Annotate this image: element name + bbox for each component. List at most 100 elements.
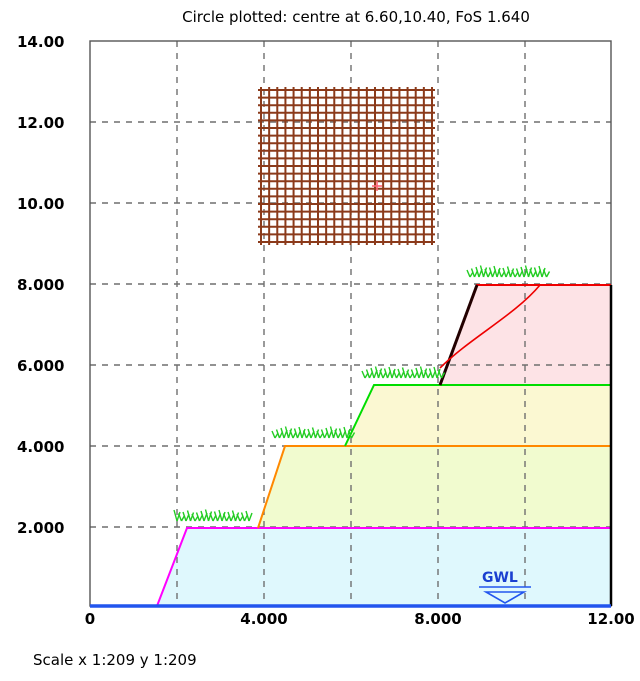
grass-blade xyxy=(379,369,384,379)
grass-blade xyxy=(542,269,548,278)
grass-blade xyxy=(200,510,205,522)
grass-blade xyxy=(433,366,438,379)
grass-blade xyxy=(509,268,515,278)
grass-blade xyxy=(391,368,396,379)
grass-blade xyxy=(370,367,375,379)
grass-blade xyxy=(365,369,371,379)
grass-blade xyxy=(213,511,219,522)
x-tick-label: 4.000 xyxy=(240,610,287,628)
grass-blade xyxy=(302,430,308,439)
grass-blade xyxy=(248,512,253,522)
grass-blade xyxy=(231,510,237,522)
x-tick-label: 12.00 xyxy=(587,610,634,628)
grass-blade xyxy=(410,369,416,379)
grass-blade xyxy=(401,367,407,379)
y-tick-label: 14.00 xyxy=(17,33,64,51)
grass-blade xyxy=(361,370,366,379)
critical-centre-marker xyxy=(372,181,382,191)
grass-blade xyxy=(280,427,285,439)
grass-blade xyxy=(484,268,489,278)
grass-blade xyxy=(316,430,321,439)
grass-blade xyxy=(545,271,551,278)
grass-blade xyxy=(541,267,546,278)
grass-blade xyxy=(334,429,339,439)
grass-blade xyxy=(275,429,281,439)
grass-blade xyxy=(347,430,353,439)
grass-blade xyxy=(466,269,471,278)
x-tick-label: 0 xyxy=(85,610,95,628)
grass-blade xyxy=(245,510,250,522)
grass-blade xyxy=(186,510,192,522)
grass-blade xyxy=(314,429,320,439)
layer-2-boundary xyxy=(257,445,611,529)
grass-blade xyxy=(209,512,214,522)
grass-blade xyxy=(350,432,356,439)
grass-blade xyxy=(301,428,306,439)
grass-blade xyxy=(195,512,201,522)
grass-blade xyxy=(221,511,226,522)
grass-blade xyxy=(177,513,183,522)
grass-blade xyxy=(234,512,240,522)
grass-blade xyxy=(437,370,443,379)
grass-blade xyxy=(415,367,420,379)
grass-blade xyxy=(493,265,498,278)
grass-blade xyxy=(182,511,187,522)
grass-blade xyxy=(293,428,299,439)
grass-blade xyxy=(479,265,485,278)
grass-blade xyxy=(533,267,539,278)
grass-blade xyxy=(496,267,501,278)
grass-blade xyxy=(346,428,351,439)
layer-3-boundary xyxy=(344,384,611,447)
grass-blade xyxy=(271,430,276,439)
grass-blade xyxy=(236,513,241,522)
diagram-title: Circle plotted: centre at 6.60,10.40, Fo… xyxy=(182,8,530,26)
grass-blade xyxy=(343,426,348,439)
grass-blade xyxy=(392,370,398,379)
y-tick-label: 10.00 xyxy=(17,195,64,213)
layer-1-fill xyxy=(157,528,611,606)
grass-blade xyxy=(287,428,293,439)
grass-blade xyxy=(436,368,441,379)
grass-blade xyxy=(424,369,429,379)
grass-blade xyxy=(227,511,232,522)
layer-3-fill xyxy=(345,385,611,446)
layer-2-fill xyxy=(258,446,611,528)
grass-blade xyxy=(329,426,335,439)
grass-blade xyxy=(320,429,326,439)
grass-blade xyxy=(338,428,344,439)
grass-blade xyxy=(529,268,534,278)
grass-blade xyxy=(406,370,411,379)
grass-blade xyxy=(538,265,543,278)
grass-blade xyxy=(240,512,246,522)
grass-blade xyxy=(475,266,480,278)
grass-blade xyxy=(191,513,196,522)
grass-blade xyxy=(374,366,380,379)
grass-blade xyxy=(524,265,530,278)
grass-blade xyxy=(515,268,521,278)
y-tick-label: 8.000 xyxy=(17,276,64,294)
grass-blade xyxy=(289,429,294,439)
gwl-label: GWL xyxy=(482,570,518,586)
grass-blade xyxy=(422,368,428,379)
x-axis-labels: 0 4.000 8.000 12.00 xyxy=(85,610,635,628)
grass-blade xyxy=(488,267,494,278)
grass-blade xyxy=(176,511,181,522)
grass-blade xyxy=(470,268,476,278)
grass-blade xyxy=(173,509,178,522)
grass-blade xyxy=(311,427,317,439)
grass-blade xyxy=(428,368,434,379)
slope-face-dark xyxy=(438,284,479,386)
grass-blade xyxy=(506,266,512,278)
grass-blade xyxy=(307,428,312,439)
y-tick-label: 6.000 xyxy=(17,357,64,375)
grass-blade xyxy=(440,372,446,379)
y-tick-label: 2.000 xyxy=(17,519,64,537)
grass-blade xyxy=(222,513,228,522)
grass-blade xyxy=(482,267,488,278)
centre-search-grid xyxy=(258,87,435,245)
grass-blade xyxy=(204,509,210,522)
grass-blade xyxy=(383,368,389,379)
grass-blade xyxy=(189,512,195,522)
grass-blade xyxy=(527,267,533,278)
